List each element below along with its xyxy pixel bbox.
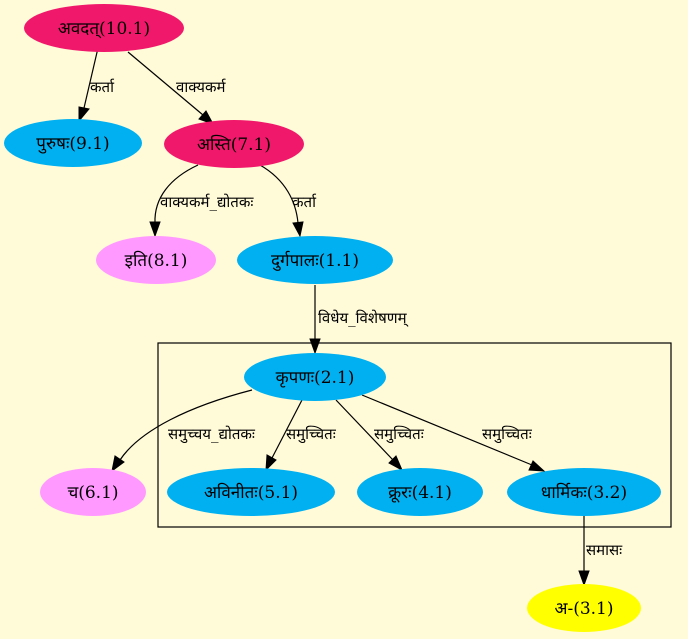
node-label-a: अ-(3.1): [554, 599, 613, 619]
node-purushah[interactable]: पुरुषः(9.1): [4, 119, 142, 167]
node-avinitah[interactable]: अविनीतः(5.1): [167, 468, 335, 516]
node-durgapalah[interactable]: दुर्गपालः(1.1): [237, 236, 393, 284]
cluster-box: [157, 342, 672, 528]
edge-label-asti-iti: वाक्यकर्म_द्योतकः: [160, 193, 254, 211]
edge-label-avadat-purushah: कर्ता: [90, 78, 115, 96]
node-cha[interactable]: च(6.1): [40, 468, 146, 516]
node-a[interactable]: अ-(3.1): [527, 584, 641, 632]
node-iti[interactable]: इति(8.1): [96, 236, 216, 284]
edge-label-avadat-asti: वाक्यकर्म: [176, 78, 226, 96]
edge-label-kripanah-krurah: समुच्चितः: [374, 425, 425, 444]
node-label-avadat: अवदत्(10.1): [58, 19, 150, 39]
edge-avadat-asti: वाक्यकर्म: [127, 51, 226, 125]
edge-kripanah-krurah: समुच्चितः: [335, 399, 425, 472]
node-krurah[interactable]: क्रूरः(4.1): [357, 468, 483, 516]
edge-label-durgapalah-kripanah: विधेय_विशेषणम्: [318, 309, 409, 327]
node-dharmikah[interactable]: धार्मिकः(3.2): [507, 468, 661, 516]
node-label-iti: इति(8.1): [125, 250, 188, 271]
edge-asti-iti: वाक्यकर्म_द्योतकः: [149, 164, 254, 238]
edge-label-kripanah-dharmikah: समुच्चितः: [482, 425, 533, 444]
edge-label-kripanah-avinitah: समुच्चितः: [286, 425, 337, 444]
edge-label-asti-durgapalah: कर्ता: [292, 193, 317, 211]
edge-kripanah-dharmikah: समुच्चितः: [361, 394, 546, 472]
edge-kripanah-cha: समुच्चय_द्योतकः: [111, 389, 256, 473]
edge-label-dharmikah-a: समासः: [586, 541, 623, 559]
node-kripanah[interactable]: कृपणः(2.1): [244, 353, 386, 401]
node-label-durgapalah: दुर्गपालः(1.1): [271, 250, 359, 271]
node-label-kripanah: कृपणः(2.1): [276, 368, 355, 388]
edge-kripanah-avinitah: समुच्चितः: [265, 399, 337, 472]
edge-dharmikah-a: समासः: [578, 516, 623, 587]
node-label-krurah: क्रूरः(4.1): [388, 483, 452, 503]
node-asti[interactable]: अस्ति(7.1): [164, 120, 304, 168]
node-label-dharmikah: धार्मिकः(3.2): [541, 482, 627, 503]
edge-label-kripanah-cha: समुच्चय_द्योतकः: [168, 425, 256, 444]
node-label-avinitah: अविनीतः(5.1): [204, 482, 298, 503]
edge-avadat-purushah: कर्ता: [78, 47, 115, 123]
edge-asti-durgapalah: कर्ता: [259, 164, 317, 238]
node-label-asti: अस्ति(7.1): [197, 134, 271, 155]
node-avadat[interactable]: अवदत्(10.1): [24, 4, 184, 52]
node-label-cha: च(6.1): [67, 483, 118, 503]
edge-durgapalah-kripanah: विधेय_विशेषणम्: [309, 285, 409, 355]
node-label-purushah: पुरुषः(9.1): [36, 134, 109, 154]
